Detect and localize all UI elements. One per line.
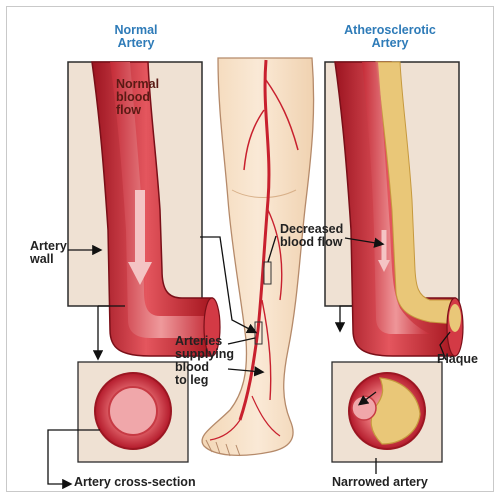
narrowed-cross-section-panel: [332, 362, 442, 462]
plaque-label: Plaque: [437, 353, 478, 366]
atherosclerotic-artery-title: Atherosclerotic Artery: [325, 24, 455, 50]
normal-blood-flow-label: Normal blood flow: [116, 78, 159, 117]
decreased-blood-flow-label: Decreased blood flow: [280, 223, 343, 249]
normal-cross-section-panel: [78, 362, 188, 462]
leg-illustration: [202, 58, 314, 456]
narrowed-artery-label: Narrowed artery: [332, 476, 428, 489]
atherosclerotic-artery-panel: [325, 62, 463, 356]
artery-cross-section-label: Artery cross-section: [74, 476, 196, 489]
arteries-supplying-label: Arteries supplying blood to leg: [175, 335, 234, 388]
normal-artery-title: Normal Artery: [96, 24, 176, 50]
artery-wall-label: Artery wall: [30, 240, 67, 266]
